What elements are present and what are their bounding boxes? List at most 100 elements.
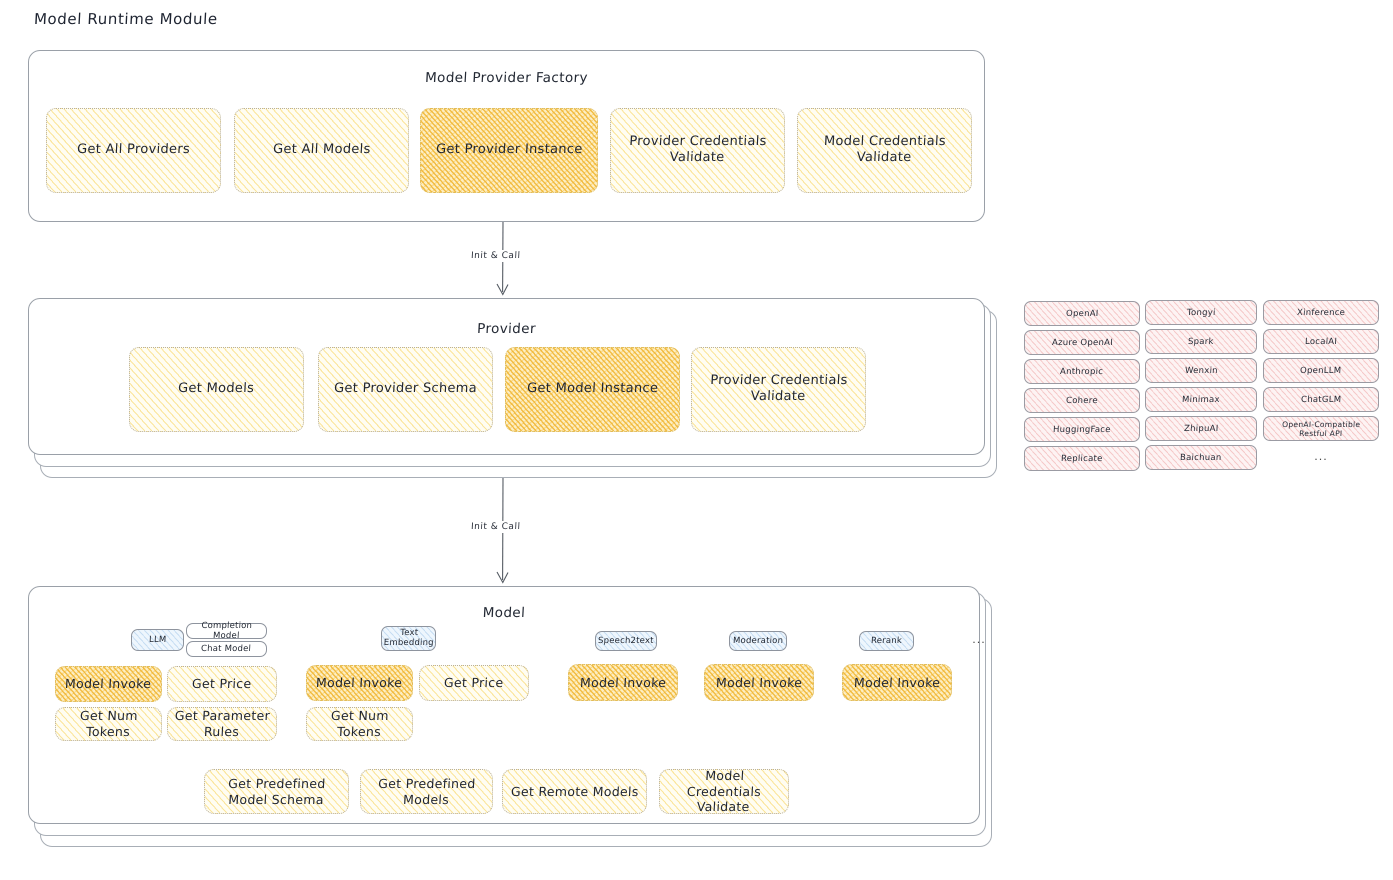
provider-tag-label: HuggingFace — [1052, 424, 1112, 435]
moderation-method-model-invoke[interactable]: Model Invoke — [704, 664, 814, 701]
provider-list-more: ... — [1314, 450, 1328, 463]
method-label: Model Credentials Validate — [686, 768, 762, 815]
provider-box-get-model-instance[interactable]: Get Model Instance — [505, 347, 680, 432]
method-label: Get Price — [443, 675, 505, 691]
provider-tag-label: Tongyi — [1186, 307, 1216, 318]
provider-tag-tongyi[interactable]: Tongyi — [1145, 300, 1257, 325]
model-type-label: Text Embedding — [382, 628, 434, 649]
provider-tag-openllm[interactable]: OpenLLM — [1263, 358, 1379, 383]
factory-box-label: Get All Providers — [76, 142, 191, 158]
method-label: Model Invoke — [853, 674, 941, 690]
provider-box-get-models[interactable]: Get Models — [129, 347, 304, 432]
llm-method-get-num-tokens[interactable]: Get Num Tokens — [55, 707, 162, 741]
provider-tag-label: Baichuan — [1180, 452, 1222, 463]
provider-tag-label: ZhipuAI — [1183, 423, 1219, 434]
text-embedding-method-model-invoke[interactable]: Model Invoke — [306, 665, 413, 701]
provider-tag-label: Wenxin — [1184, 365, 1218, 376]
method-label: Model Invoke — [715, 674, 803, 690]
provider-tag-xinference[interactable]: Xinference — [1263, 300, 1379, 325]
method-label: Get Num Tokens — [330, 708, 390, 739]
model-common-model-credentials-validate[interactable]: Model Credentials Validate — [659, 768, 789, 815]
provider-box-label: Get Provider Schema — [333, 381, 478, 397]
provider-tag-azure-openai[interactable]: Azure OpenAI — [1024, 330, 1140, 355]
text-embedding-method-get-price[interactable]: Get Price — [419, 665, 529, 701]
provider-tag-baichuan[interactable]: Baichuan — [1145, 445, 1257, 470]
arrow-label: Init & Call — [466, 250, 525, 262]
provider-tag-replicate[interactable]: Replicate — [1024, 446, 1140, 471]
model-title: Model — [482, 605, 526, 621]
provider-box-label: Provider Credentials Validate — [709, 373, 849, 405]
factory-box-label: Model Credentials Validate — [823, 134, 947, 166]
speech2text-method-model-invoke[interactable]: Model Invoke — [568, 664, 678, 701]
factory-box-model-credentials-validate[interactable]: Model Credentials Validate — [797, 108, 972, 193]
provider-list: OpenAI Azure OpenAI Anthropic Cohere Hug… — [1024, 300, 1379, 475]
model-type-label: Speech2text — [597, 635, 655, 646]
provider-card: Provider Get Models Get Provider Schema … — [28, 298, 985, 455]
provider-box-get-provider-schema[interactable]: Get Provider Schema — [318, 347, 493, 432]
provider-box-label: Get Models — [178, 381, 255, 397]
model-subtype-label: Chat Model — [201, 644, 252, 654]
method-label: Model Invoke — [315, 675, 404, 691]
rerank-method-model-invoke[interactable]: Model Invoke — [842, 664, 952, 701]
llm-method-get-parameter-rules[interactable]: Get Parameter Rules — [167, 707, 277, 741]
provider-tag-huggingface[interactable]: HuggingFace — [1024, 417, 1140, 442]
provider-tag-anthropic[interactable]: Anthropic — [1024, 359, 1140, 384]
arrow-provider-to-model: Init & Call — [466, 477, 526, 588]
factory-box-get-provider-instance[interactable]: Get Provider Instance — [420, 108, 598, 193]
llm-method-get-price[interactable]: Get Price — [167, 666, 277, 702]
provider-tag-label: Cohere — [1065, 395, 1099, 406]
provider-tag-minimax[interactable]: Minimax — [1145, 387, 1257, 412]
provider-tag-openai[interactable]: OpenAI — [1024, 301, 1140, 326]
factory-box-label: Provider Credentials Validate — [628, 134, 768, 166]
method-label: Get Predefined Model Schema — [227, 775, 327, 807]
provider-tag-spark[interactable]: Spark — [1145, 329, 1257, 354]
model-provider-factory-card: Model Provider Factory Get All Providers… — [28, 50, 985, 222]
model-type-tag-llm[interactable]: LLM — [131, 629, 184, 651]
model-type-label: LLM — [148, 634, 167, 645]
provider-tag-label: ChatGLM — [1300, 394, 1342, 405]
provider-tag-label: OpenAI-Compatible Restful API — [1281, 419, 1361, 438]
model-subtype-tag-chat-model[interactable]: Chat Model — [186, 641, 267, 657]
provider-tag-label: Xinference — [1296, 307, 1346, 318]
model-type-tag-text-embedding[interactable]: Text Embedding — [381, 626, 436, 651]
method-label: Get Num Tokens — [79, 708, 139, 739]
llm-method-model-invoke[interactable]: Model Invoke — [55, 666, 162, 702]
model-type-tag-speech2text[interactable]: Speech2text — [595, 631, 657, 651]
provider-tag-cohere[interactable]: Cohere — [1024, 388, 1140, 413]
provider-box-provider-credentials-validate[interactable]: Provider Credentials Validate — [691, 347, 866, 432]
provider-tag-label: Replicate — [1060, 453, 1104, 464]
model-common-get-remote-models[interactable]: Get Remote Models — [502, 769, 647, 814]
arrow-icon — [496, 477, 509, 584]
provider-box-label: Get Model Instance — [526, 381, 659, 397]
model-type-tag-rerank[interactable]: Rerank — [859, 631, 914, 651]
text-embedding-method-get-num-tokens[interactable]: Get Num Tokens — [306, 707, 413, 741]
provider-tag-chatglm[interactable]: ChatGLM — [1263, 387, 1379, 412]
factory-box-get-all-providers[interactable]: Get All Providers — [46, 108, 221, 193]
method-label: Get Predefined Models — [377, 775, 477, 807]
arrow-label: Init & Call — [466, 521, 525, 533]
method-label: Get Parameter Rules — [174, 708, 271, 739]
model-subtype-tag-completion-model[interactable]: Completion Model — [186, 621, 267, 641]
model-subtype-label: Completion Model — [201, 621, 253, 641]
model-type-tag-moderation[interactable]: Moderation — [729, 631, 787, 651]
model-common-get-predefined-models[interactable]: Get Predefined Models — [360, 769, 493, 814]
provider-tag-label: Spark — [1187, 336, 1215, 347]
provider-tag-localai[interactable]: LocalAI — [1263, 329, 1379, 354]
method-label: Get Price — [191, 676, 253, 692]
factory-box-get-all-models[interactable]: Get All Models — [234, 108, 409, 193]
provider-tag-wenxin[interactable]: Wenxin — [1145, 358, 1257, 383]
factory-box-label: Get All Models — [272, 142, 371, 158]
provider-tag-openai-compatible-restful-api[interactable]: OpenAI-Compatible Restful API — [1263, 416, 1379, 441]
provider-tag-label: Azure OpenAI — [1051, 337, 1113, 348]
arrow-factory-to-provider: Init & Call — [466, 221, 526, 300]
factory-box-provider-credentials-validate[interactable]: Provider Credentials Validate — [610, 108, 785, 193]
method-label: Model Invoke — [579, 674, 667, 690]
page-title: Model Runtime Module — [33, 10, 219, 28]
method-label: Model Invoke — [64, 676, 153, 692]
model-types-more: ... — [972, 633, 986, 646]
model-provider-factory-title: Model Provider Factory — [424, 70, 589, 86]
model-common-get-predefined-model-schema[interactable]: Get Predefined Model Schema — [204, 769, 349, 814]
provider-tag-zhipuai[interactable]: ZhipuAI — [1145, 416, 1257, 441]
provider-tag-label: LocalAI — [1304, 336, 1338, 347]
factory-box-label: Get Provider Instance — [435, 142, 583, 158]
